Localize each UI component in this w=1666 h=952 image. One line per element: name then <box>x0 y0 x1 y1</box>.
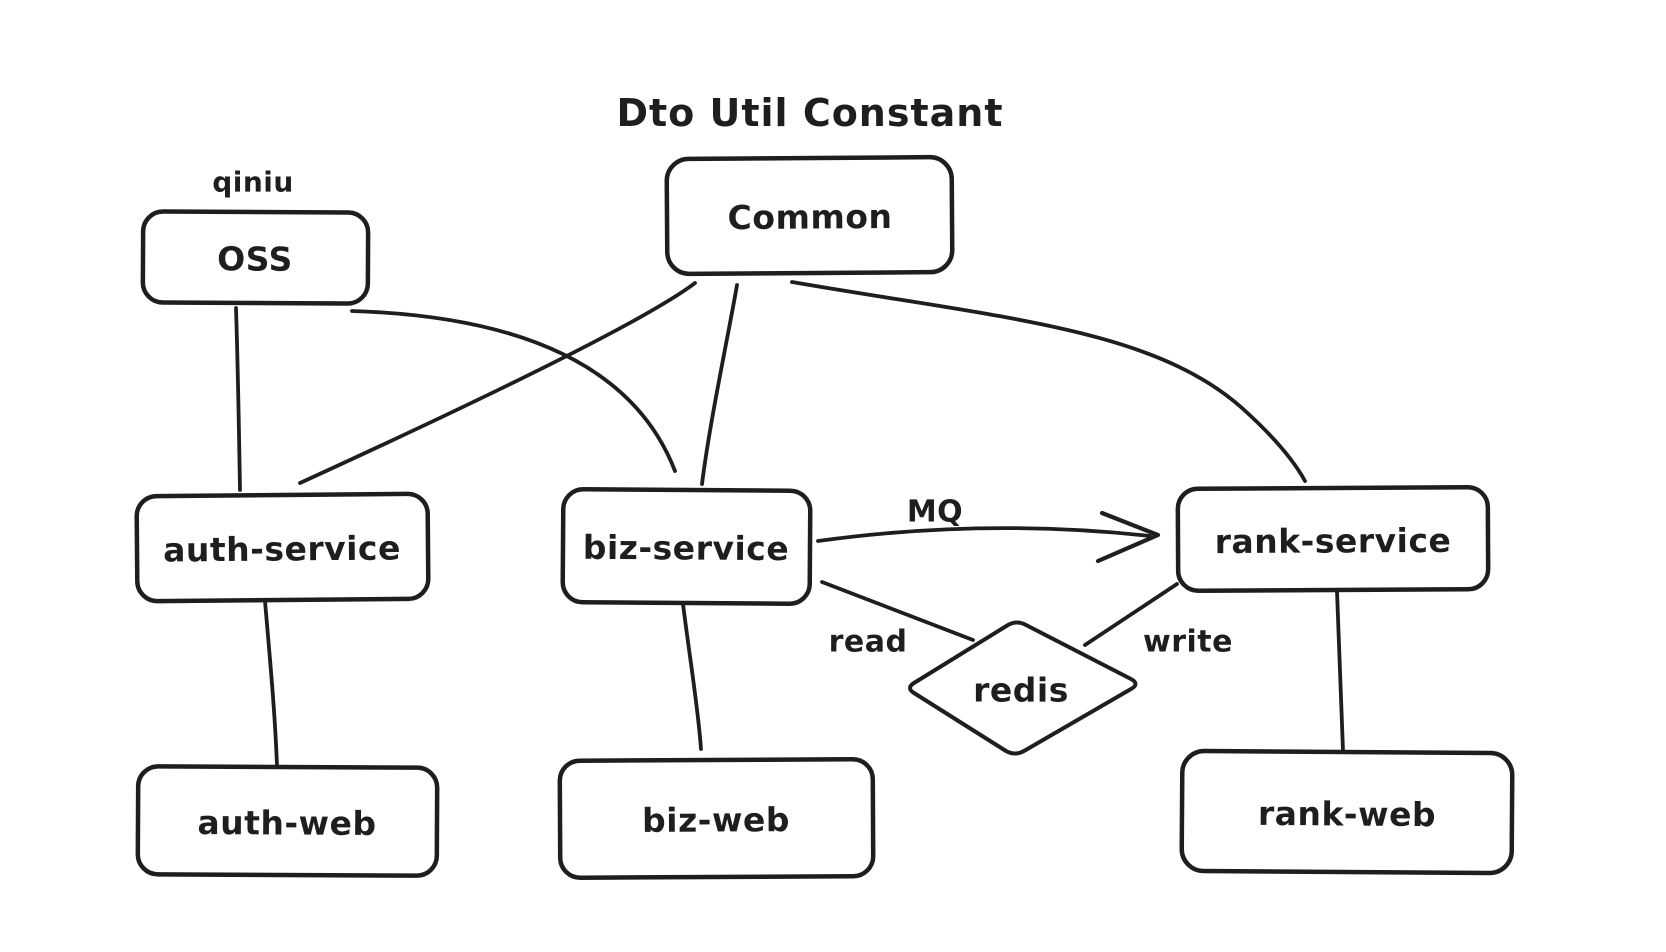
node-auth-web-box <box>135 764 440 878</box>
node-biz-web[interactable]: biz-web <box>557 757 876 880</box>
edge-oss-to-biz-service[interactable] <box>350 309 677 473</box>
edge-biz-service-to-rank-service-mq[interactable] <box>816 526 1152 543</box>
edge-common-to-biz-service[interactable] <box>700 283 739 486</box>
node-rank-service[interactable]: rank-service <box>1175 485 1491 593</box>
node-oss[interactable]: OSS <box>140 209 371 306</box>
mq-arrow-head <box>1095 510 1161 564</box>
node-common[interactable]: Common <box>664 154 955 277</box>
node-oss-label: OSS <box>217 239 293 278</box>
diagram-title: Dto Util Constant <box>616 91 1003 135</box>
edge-oss-to-auth-service[interactable] <box>234 306 242 492</box>
node-redis[interactable]: redis <box>908 620 1138 756</box>
node-biz-service[interactable]: biz-service <box>560 487 813 606</box>
node-auth-service[interactable]: auth-service <box>134 491 431 604</box>
node-biz-service-label: biz-service <box>583 528 790 568</box>
node-redis-label: redis <box>973 671 1069 710</box>
node-auth-service-box <box>134 491 431 604</box>
node-auth-web-label: auth-web <box>197 803 376 843</box>
oss-annotation-label: qiniu <box>212 166 294 199</box>
edge-common-to-rank-service[interactable] <box>790 280 1307 483</box>
edge-rank-service-to-rank-web[interactable] <box>1335 589 1345 753</box>
edge-biz-service-to-biz-web[interactable] <box>681 602 703 751</box>
edge-layer <box>234 280 1345 768</box>
node-rank-web-label: rank-web <box>1258 794 1436 834</box>
node-rank-service-box <box>1175 485 1491 593</box>
node-biz-web-box <box>557 757 876 880</box>
node-common-box <box>664 154 955 277</box>
node-biz-service-box <box>560 487 813 606</box>
node-oss-box <box>140 209 371 306</box>
edge-label-read: read <box>829 625 908 660</box>
edge-auth-service-to-auth-web[interactable] <box>263 599 279 768</box>
edge-label-write: write <box>1143 625 1233 660</box>
node-biz-web-label: biz-web <box>642 800 790 840</box>
edge-label-mq: MQ <box>907 495 963 530</box>
edge-biz-service-to-redis-read[interactable] <box>820 580 975 642</box>
node-redis-diamond <box>908 620 1138 756</box>
node-auth-web[interactable]: auth-web <box>135 764 440 878</box>
node-common-label: Common <box>727 197 892 237</box>
node-rank-service-label: rank-service <box>1215 521 1452 561</box>
edge-common-to-auth-service[interactable] <box>298 281 697 485</box>
node-auth-service-label: auth-service <box>163 528 401 569</box>
node-rank-web-box <box>1179 748 1515 876</box>
edge-redis-to-rank-service-write[interactable] <box>1083 582 1179 647</box>
node-rank-web[interactable]: rank-web <box>1179 748 1515 876</box>
